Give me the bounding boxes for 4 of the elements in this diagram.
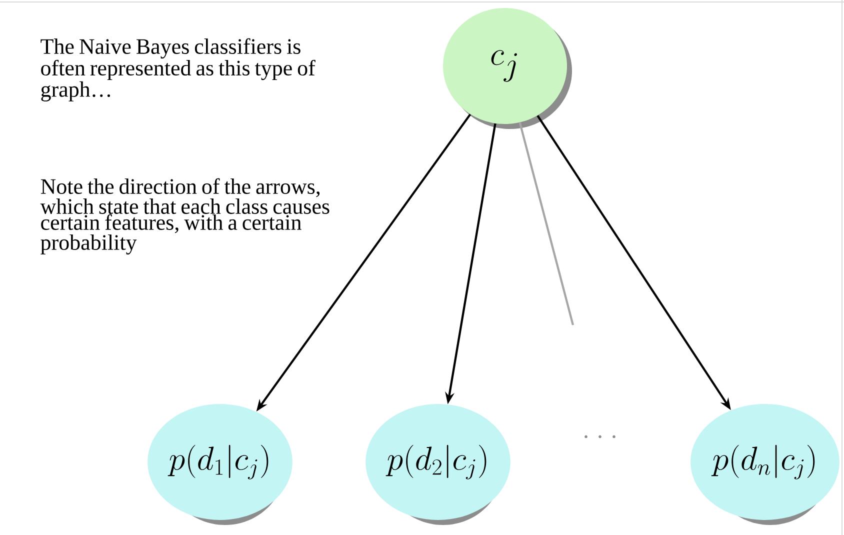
line	[518, 122, 574, 326]
note-text: The Naive Bayes classifiers is often represented as this type of graph…	[40, 38, 316, 102]
ellipsis: · · ·	[584, 435, 616, 438]
note-text: Note the direction of the arrows, which state that each class causes certain features, with a certain probability	[40, 178, 330, 254]
